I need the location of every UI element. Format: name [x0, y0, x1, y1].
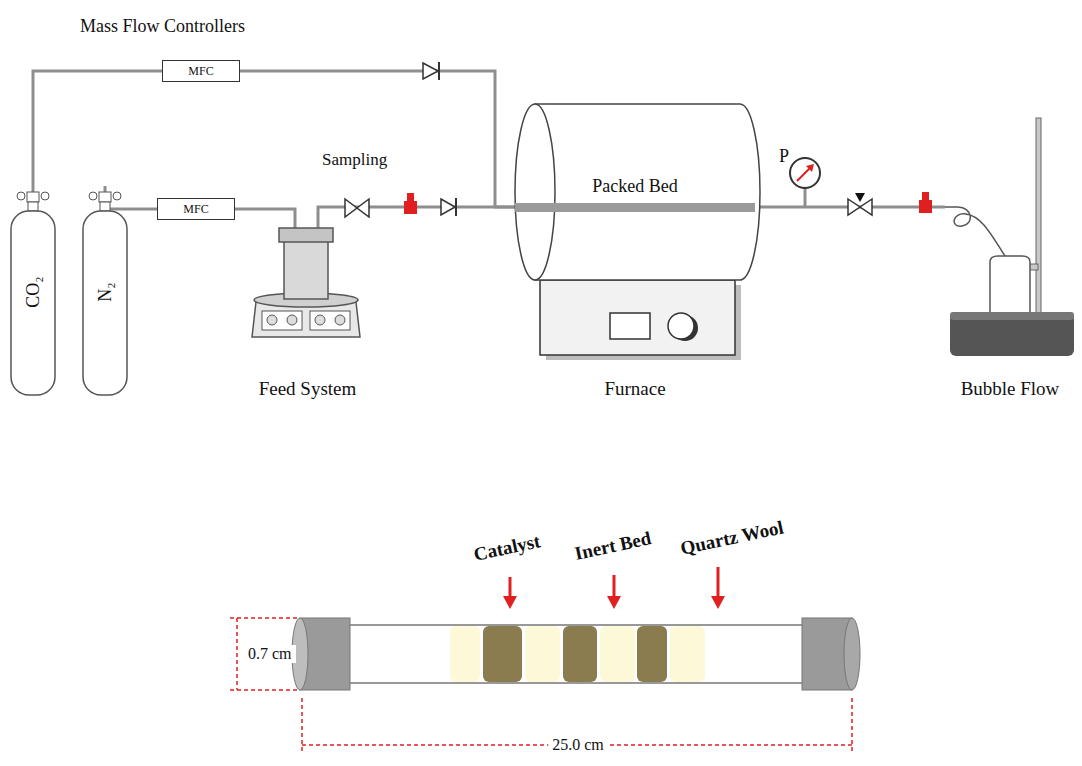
check-valve [423, 62, 439, 80]
reactor-tube-detail [292, 618, 860, 690]
mass-flow-controller: MFC [157, 198, 235, 220]
check-valve [441, 198, 456, 216]
mass-flow-controller: MFC [162, 60, 240, 82]
unit-label: Feed System [259, 377, 357, 400]
gas-name: CO₂ [23, 276, 43, 307]
cylinder-valve [27, 192, 39, 202]
part-label: Mass Flow Controllers [80, 16, 245, 37]
sampling-port [404, 193, 417, 214]
unit-label: Furnace [604, 377, 665, 400]
dimension-label: 25.0 cm [548, 736, 608, 754]
unit-label: Packed Bed [592, 176, 677, 197]
dimension-lines [230, 618, 852, 752]
box-label: MFC [183, 202, 208, 216]
equipment-unit: Bubble Flow [945, 110, 1075, 400]
feed-valve [345, 199, 369, 217]
bubble-flow-meter [945, 118, 1074, 356]
packed-bed-tube [515, 203, 755, 212]
cylinder-neck [28, 202, 38, 211]
gas-line [130, 208, 157, 211]
gas-line [33, 71, 162, 186]
cylinder-neck [100, 202, 110, 211]
feed-system-drawing [252, 220, 360, 337]
regulator-outlet [110, 208, 130, 211]
gas-cylinder: N₂ [80, 186, 130, 397]
cylinder-valve [99, 192, 111, 202]
equipment-unit: Furnace Packed Bed [505, 100, 765, 400]
gas-line [235, 209, 295, 220]
dimension-label: 0.7 cm [244, 645, 296, 663]
pointer-arrows [503, 567, 725, 609]
layer-label: Quartz Wool [679, 516, 786, 559]
cylinder-body [11, 211, 55, 395]
gas-line [240, 71, 515, 207]
layer-label: Catalyst [472, 530, 543, 565]
cylinder-body [83, 211, 127, 395]
layer-label: Inert Bed [573, 527, 653, 564]
regulator-knob [17, 192, 25, 200]
regulator-knob [113, 192, 121, 200]
gas-cylinder: CO₂ [8, 186, 58, 397]
box-label: MFC [188, 64, 213, 78]
packed-bed: Packed Bed [515, 176, 755, 214]
needle-valve [848, 193, 872, 215]
equipment-unit: Feed System [240, 220, 375, 400]
pressure-gauge [790, 158, 820, 206]
sampling-port [919, 192, 932, 213]
unit-label: Bubble Flow [961, 377, 1060, 400]
part-label: P [779, 146, 789, 167]
regulator-knob [89, 192, 97, 200]
part-label: Sampling [322, 150, 387, 170]
furnace-drawing [515, 104, 760, 360]
regulator-knob [41, 192, 49, 200]
gas-name: N₂ [95, 282, 115, 301]
